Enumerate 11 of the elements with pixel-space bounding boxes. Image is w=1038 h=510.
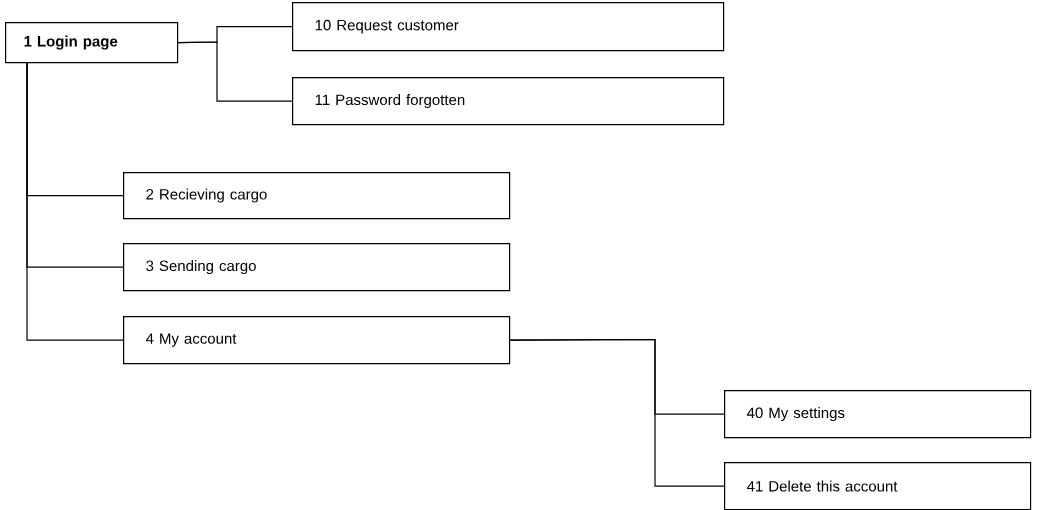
page-box: 4 My account [123, 316, 511, 365]
connector-line [26, 61, 124, 341]
page-box: 2 Recieving cargo [123, 172, 511, 220]
connector-line [177, 41, 293, 102]
page-box: 41 Delete this account [724, 462, 1032, 510]
connector-line [509, 338, 725, 487]
page-box: 40 My settings [724, 390, 1032, 439]
page-box: 1 Login page [5, 22, 179, 64]
page-box: 10 Request customer [292, 2, 725, 52]
page-box: 3 Sending cargo [123, 243, 511, 292]
page-box: 11 Password forgotten [292, 77, 725, 126]
